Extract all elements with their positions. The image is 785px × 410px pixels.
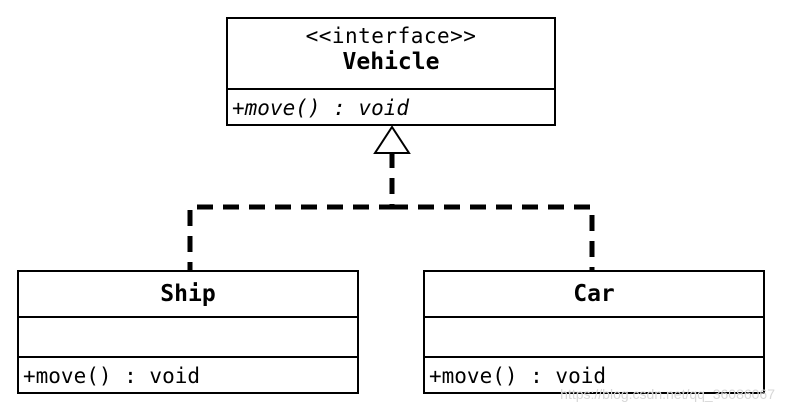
car-attributes-compartment: [425, 316, 763, 356]
car-class-box[interactable]: Car +move() : void: [423, 270, 765, 394]
interface-stereotype: <<interface>>: [305, 24, 477, 48]
car-class-name: Car: [573, 281, 615, 307]
car-name-compartment: Car: [425, 272, 763, 316]
watermark-text: https://blog.csdn.net/qq_36086067: [560, 386, 775, 402]
vehicle-operations-compartment: +move() : void: [228, 88, 554, 124]
realization-line-ship: [187, 152, 395, 272]
vehicle-interface-box[interactable]: <<interface>> Vehicle +move() : void: [226, 17, 556, 126]
vehicle-move-operation: +move() : void: [232, 96, 410, 120]
realization-line-car: [392, 204, 595, 272]
vehicle-name-compartment: <<interface>> Vehicle: [228, 19, 554, 88]
ship-class-box[interactable]: Ship +move() : void: [17, 270, 359, 394]
ship-class-name: Ship: [160, 281, 216, 307]
ship-name-compartment: Ship: [19, 272, 357, 316]
vehicle-class-name: Vehicle: [342, 49, 440, 75]
ship-operations-compartment: +move() : void: [19, 356, 357, 392]
car-operations-compartment: +move() : void: [425, 356, 763, 392]
realization-arrowhead: [373, 125, 411, 154]
ship-move-operation: +move() : void: [23, 364, 201, 388]
car-move-operation: +move() : void: [429, 364, 607, 388]
ship-attributes-compartment: [19, 316, 357, 356]
